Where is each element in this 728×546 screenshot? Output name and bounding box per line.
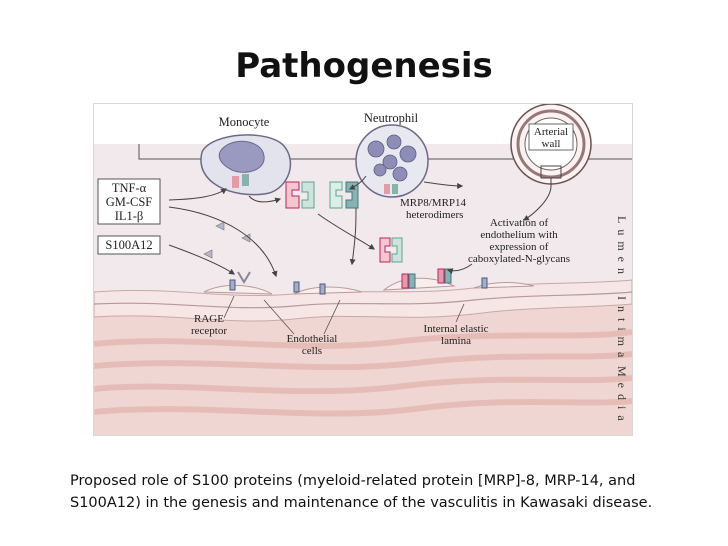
arterial-wall-label-2: wall [542,138,561,150]
rage-label-2: receptor [191,325,227,337]
elastic-lamina-label-1: Internal elastic [423,323,488,335]
panel-frame-line [138,144,632,160]
endothelial-leader-left [263,299,295,335]
cytokine-label-1: TNF-α [112,181,147,195]
endothelial-label-1: Endothelial [287,333,338,345]
neutrophil-receptor-teal [392,184,398,194]
lumen-side-label: Lumen [615,216,629,280]
neutrophil-receptor-pink [384,184,390,194]
internal-elastic-lamina [94,291,632,309]
activation-label-4: caboxylated-N-glycans [468,253,570,265]
caption-line-1: Proposed role of S100 proteins (myeloid-… [70,473,636,489]
pathway-arrows [168,175,552,278]
cytokine-label-2: GM-CSF [106,195,153,209]
activation-label-3: expression of [490,241,549,253]
activation-label-2: endothelium with [480,229,558,241]
rage-leader-line [223,295,235,319]
s100a12-label: S100A12 [105,238,152,252]
mrp-heterodimer-left [285,181,315,209]
monocyte-receptor-pink [232,176,239,188]
pathogenesis-diagram: TNF-α GM-CSF IL1-β S100A12 Monocyte Neut… [93,103,633,436]
rage-receptor-symbol [237,271,251,284]
figure-caption: Proposed role of S100 proteins (myeloid-… [70,470,710,514]
elastic-leader-line [455,303,465,323]
rage-label-1: RAGE [194,313,224,325]
activation-label-1: Activation of [490,217,549,229]
elastic-lamina-label-2: lamina [441,335,471,347]
arterial-wall-ring [516,109,586,179]
caption-line-2: S100A12) in the genesis and maintenance … [70,495,653,511]
intima-side-label: Intima [615,296,629,363]
monocyte-receptor-teal [242,174,249,186]
endothelial-label-2: cells [302,345,322,357]
neutrophil-nucleus-lobes [367,134,417,182]
cytokine-label-3: IL1-β [115,209,144,223]
cytokine-box [97,178,161,225]
monocyte-label: Monocyte [219,115,270,129]
media-muscle-stripes [94,329,632,417]
arterial-wall-label-1: Arterial [534,126,568,138]
monocyte-nucleus [218,140,265,173]
mrp-label-2: heterodimers [406,209,463,221]
mrp-label-1: MRP8/MRP14 [400,197,467,209]
neutrophil-label: Neutrophil [364,111,419,125]
endothelial-receptors [229,268,488,295]
endothelial-leader-right [323,299,341,335]
media-side-label: Media [615,366,629,427]
s100a12-box [97,235,161,255]
mrp-heterodimer-lower [379,237,403,263]
slide-title: Pathogenesis [235,46,493,86]
intima-layer [94,279,632,322]
arterial-wall-label-box [528,123,574,151]
